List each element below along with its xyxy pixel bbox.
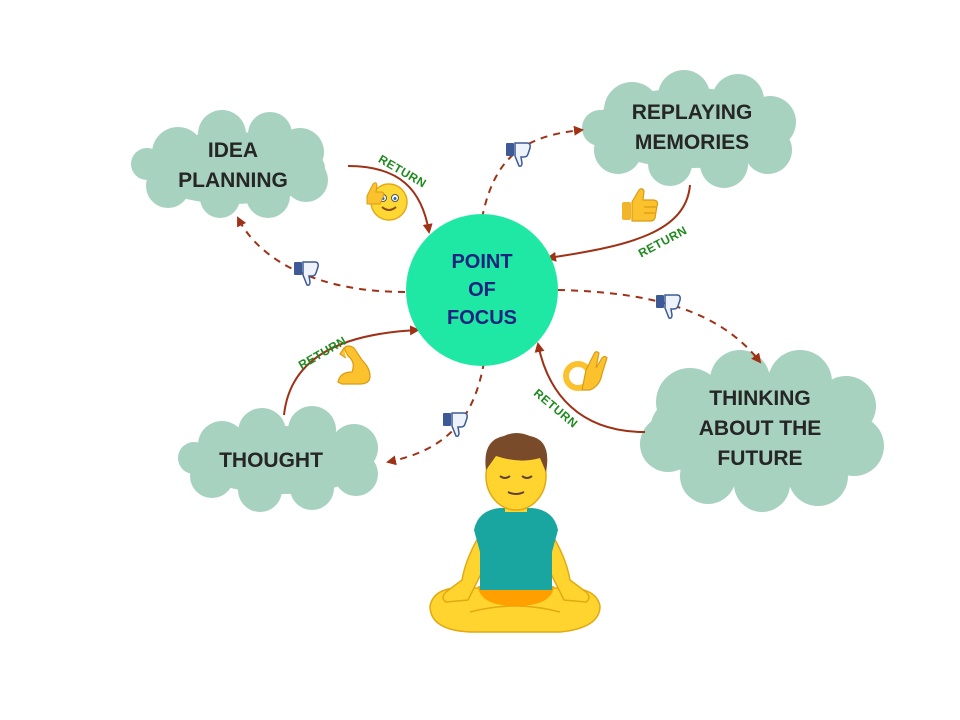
flexed-biceps-icon	[337, 345, 371, 385]
arrow-out-to-idea-planning	[237, 216, 406, 293]
node-label-thinking-future: THINKING ABOUT THE FUTURE	[698, 387, 822, 470]
meditating-person-icon	[429, 433, 601, 633]
cloud-thinking-future	[640, 350, 884, 512]
node-label-idea-planning: IDEA PLANNING	[178, 139, 288, 192]
cloud-replaying-memories	[582, 70, 796, 188]
thumbs-down-icon	[294, 261, 319, 286]
cloud-thought	[178, 406, 378, 512]
ok-hand-icon	[563, 351, 608, 391]
arrow-return-from-replaying-memories	[546, 184, 691, 262]
thumbs-up-icon	[622, 188, 659, 222]
thumbs-down-icon	[443, 412, 468, 437]
node-label-replaying-memories: REPLAYING MEMORIES	[631, 101, 753, 154]
thumbs-up-smiley-icon	[366, 182, 408, 221]
thumbs-down-icon	[656, 294, 681, 319]
arrow-out-to-thought	[386, 361, 485, 466]
point-of-focus-circle	[406, 214, 558, 366]
arrow-return-from-thought	[283, 325, 420, 416]
arrow-out-to-thinking-future	[557, 289, 762, 364]
cloud-idea-planning	[131, 110, 328, 218]
thumbs-down-icon	[506, 142, 531, 167]
arrow-return-from-thinking-future	[534, 342, 646, 433]
node-label-thought: THOUGHT	[219, 449, 323, 472]
center-label-point-of-focus: POINT OF FOCUS	[447, 251, 517, 329]
arrow-out-to-replaying-memories	[481, 125, 584, 219]
arrow-return-from-idea-planning	[347, 165, 433, 234]
